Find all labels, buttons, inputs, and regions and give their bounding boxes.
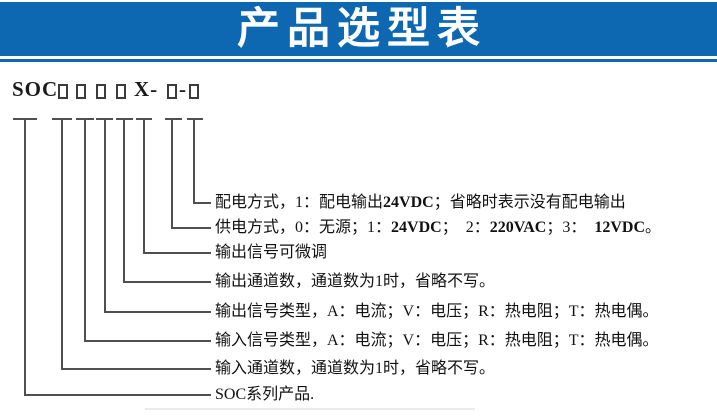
spec-text-segment: ；省略时表示没有配电输出: [433, 194, 626, 211]
spec-text-segment: 配电方式，1：配电输出: [215, 194, 384, 211]
connector-hline-output-trim: [143, 252, 211, 254]
connector-hline-input-signal-type: [84, 340, 211, 342]
spec-text-segment-bold: 24VDC: [391, 219, 442, 236]
connector-cap-power-supply: [165, 118, 182, 120]
spec-text-segment: 输出信号类型，A：电流；V：电压；R：热电阻；T：热电偶。: [215, 303, 659, 320]
spec-row-input-signal-type: 输入信号类型，A：电流；V：电压；R：热电阻；T：热电偶。: [215, 331, 659, 351]
connector-hline-output-signal-type: [104, 311, 211, 313]
spec-row-series: SOC系列产品.: [215, 385, 314, 405]
spec-row-output-signal-type: 输出信号类型，A：电流；V：电压；R：热电阻；T：热电偶。: [215, 302, 659, 322]
connector-hline-series: [24, 394, 211, 396]
spec-text-segment: ； 2：: [441, 219, 490, 236]
model-code-mid: X-: [134, 77, 159, 101]
spec-row-power-distribution: 配电方式，1：配电输出24VDC；省略时表示没有配电输出: [215, 193, 626, 213]
spec-text-segment: 输出通道数，通道数为1时，省略不写。: [215, 273, 496, 290]
page-title: 产品选型表: [237, 4, 487, 53]
model-code-separator: -: [179, 77, 186, 101]
code-placeholder-box-5: [167, 84, 177, 99]
header-divider-line: [0, 59, 717, 62]
model-code-prefix: SOC-: [12, 77, 67, 101]
connector-hline-output-channels: [123, 281, 211, 283]
code-placeholder-box-6: [189, 84, 199, 99]
spec-text-segment-bold: 12VDC: [594, 219, 645, 236]
connector-hline-power-supply: [171, 227, 211, 229]
code-placeholder-box-3: [96, 84, 106, 99]
connector-hline-input-channels: [61, 368, 211, 370]
connector-vline-output-signal-type: [104, 119, 106, 313]
connector-vline-output-channels: [123, 119, 125, 283]
spec-text-segment: 供电方式，0：无源；1：: [215, 219, 392, 236]
spec-text-segment-bold: 220VAC: [489, 219, 547, 236]
connector-vline-power-supply: [171, 119, 173, 229]
connector-hline-power-distribution: [193, 202, 211, 204]
code-placeholder-box-1: [58, 84, 68, 99]
spec-text-segment: 输入通道数，通道数为1时，省略不写。: [215, 360, 496, 377]
code-placeholder-box-4: [116, 84, 126, 99]
spec-text-segment-bold: 24VDC: [383, 194, 434, 211]
spec-text-segment: ；3：: [546, 219, 595, 236]
connector-cap-power-distribution: [187, 118, 203, 120]
connector-vline-input-signal-type: [84, 119, 86, 342]
spec-text-segment: 输出信号可微调: [215, 244, 328, 261]
spec-row-power-supply: 供电方式，0：无源；1：24VDC； 2：220VAC；3： 12VDC。: [215, 218, 661, 238]
spec-row-input-channels: 输入通道数，通道数为1时，省略不写。: [215, 359, 495, 379]
spec-text-segment: 输入信号类型，A：电流；V：电压；R：热电阻；T：热电偶。: [215, 332, 659, 349]
connector-vline-input-channels: [61, 119, 63, 370]
code-placeholder-box-2: [76, 84, 86, 99]
spec-text-segment: 。: [645, 219, 662, 236]
connector-vline-series: [24, 119, 26, 396]
connector-vline-output-trim: [143, 119, 145, 254]
bottom-artifact-line: [145, 408, 475, 410]
spec-row-output-trim: 输出信号可微调: [215, 243, 327, 263]
spec-row-output-channels: 输出通道数，通道数为1时，省略不写。: [215, 272, 495, 292]
spec-text-segment: SOC系列产品.: [215, 386, 315, 403]
header-banner: 产品选型表: [0, 2, 717, 56]
connector-vline-power-distribution: [193, 119, 195, 204]
